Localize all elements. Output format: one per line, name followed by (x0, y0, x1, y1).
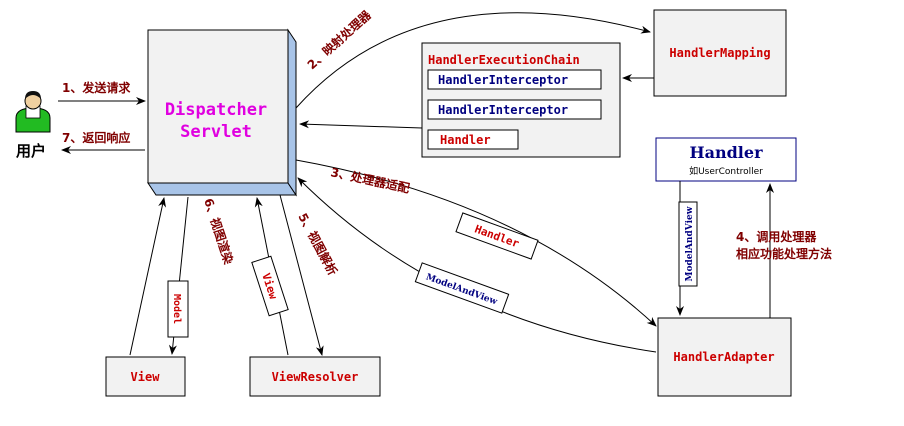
arrow-map-handler (295, 12, 651, 109)
handler-box-title: Handler (690, 143, 764, 162)
handler-box-subtitle: 如UserController (689, 165, 763, 177)
dispatcher-label-line1: Dispatcher (165, 100, 267, 120)
step6-label: 6、视图渲染 (201, 196, 237, 267)
view-box (105, 356, 186, 397)
arrow-view-to-dispatcher (129, 197, 167, 356)
tag-handler: Handler (455, 212, 539, 260)
chain-handler-label: Handler (440, 133, 491, 147)
tag-model-label: Model (171, 294, 182, 324)
step7-label: 7、返回响应 (62, 130, 130, 145)
arrow-resolve-view (279, 194, 324, 356)
step5-label: 5、视图解析 (295, 210, 340, 277)
arrow-chain-to-dispatcher (299, 120, 423, 129)
step1-label: 1、发送请求 (62, 80, 131, 95)
execution-chain-title: HandlerExecutionChain (428, 53, 580, 67)
tag-model-and-view-vertical-label: ModelAndView (685, 206, 695, 281)
user-label: 用户 (16, 142, 46, 160)
interceptor-box-1 (427, 69, 602, 90)
handler-mapping-box (653, 9, 787, 97)
handler-adapter-box (657, 317, 792, 397)
interceptor-box-2 (427, 99, 602, 120)
interceptor-label-1: HandlerInterceptor (438, 73, 568, 87)
interceptor-label-2: HandlerInterceptor (438, 103, 568, 117)
view-label: View (131, 370, 161, 384)
handler-mapping-label: HandlerMapping (669, 46, 770, 60)
user-icon (15, 91, 51, 133)
tag-model: Model (167, 280, 189, 338)
step4-label-line1: 4、调用处理器 (736, 229, 817, 244)
step2-label: 2、映射处理器 (304, 7, 374, 73)
arrow-adapt-handler (295, 159, 657, 327)
view-resolver-label: ViewResolver (272, 370, 359, 384)
handler-adapter-label: HandlerAdapter (673, 350, 774, 364)
tag-view: View (251, 255, 289, 317)
chain-handler-box (427, 129, 519, 150)
tag-model-and-view-vertical: ModelAndView (678, 201, 698, 287)
tag-model-and-view: ModelAndView (414, 262, 510, 314)
arrow-return-model-and-view (297, 177, 657, 353)
dispatcher-label-line2: Servlet (180, 122, 252, 142)
step3-label: 3、处理器适配 (329, 164, 411, 195)
handler-box (655, 137, 797, 182)
view-resolver-box (249, 356, 381, 397)
step4-label-line2: 相应功能处理方法 (736, 246, 832, 261)
dispatcher-servlet-box (147, 28, 297, 197)
